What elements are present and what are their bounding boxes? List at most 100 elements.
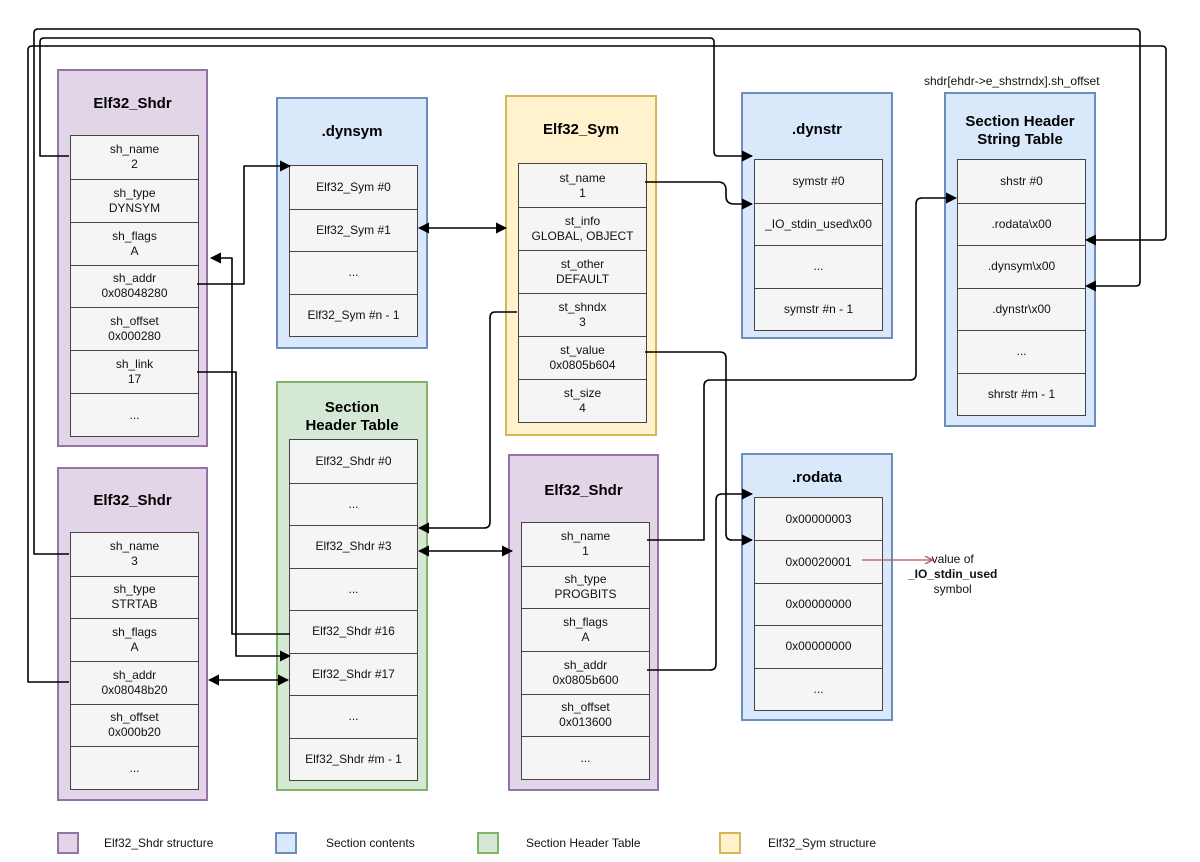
row-cell: Elf32_Sym #n - 1 [290,293,417,337]
cell-label: sh_flags [563,615,608,630]
cell-label: sh_name [109,142,160,157]
cell-label: sh_flags [112,228,157,243]
legend-swatch-shdr [57,832,79,854]
cell-value: 2 [131,157,138,172]
cell-label: sh_offset [110,710,159,725]
row-cell: .dynstr\x00 [958,287,1085,331]
row-cell: Elf32_Shdr #m - 1 [290,737,417,781]
arrow-shaddr-to-rodata [647,488,754,671]
cell-label: ... [348,265,359,280]
cell-value: 1 [579,185,586,200]
legend-label: Elf32_Sym structure [768,836,877,850]
cell-value: 3 [579,315,586,329]
title-line: Section [324,399,380,416]
panel-title: Section Header String Table [946,113,1094,149]
entry-list: 0x00000003 0x00020001 0x00000000 0x00000000… [754,497,883,711]
cell-label: Elf32_Shdr #m - 1 [305,751,402,766]
cell-value: A [130,243,139,258]
cell-label: sh_link [115,357,154,372]
cell-label: sh_offset [561,700,610,715]
row-cell: ... [290,567,417,611]
row-cell: .rodata\x00 [958,202,1085,246]
cell-value: 0x013600 [559,715,612,730]
value-annotation: value of _IO_stdin_used symbol [908,552,997,597]
cell-label: symstr #0 [792,173,845,188]
shstrtab-offset-caption: shdr[ehdr->e_shstrndx].sh_offset [924,74,1100,88]
row-cell: Elf32_Shdr #17 [290,652,417,696]
cell-label: ... [813,681,824,696]
annotation-line: value of [931,552,974,566]
cell-label: sh_type [113,185,156,200]
row-cell: Elf32_Shdr #0 [290,440,417,483]
row-cell: ... [290,251,417,294]
cell-label: 0x00000003 [785,511,852,526]
panel-title: .rodata [791,469,842,486]
cell-value: 17 [127,372,142,387]
cell-label: shstr #0 [1000,173,1043,188]
cell-label: st_size [563,386,602,400]
row-cell: 0x00000003 [755,498,882,540]
cell-value: 0x000280 [108,329,161,344]
legend-swatch-sht [477,832,499,854]
cell-label: 0x00000000 [785,639,852,654]
cell-value: DYNSYM [108,200,161,215]
cell-label: symstr #n - 1 [783,301,854,316]
arrow-stvalue-to-rodata [645,351,754,546]
cell-label: Elf32_Sym #n - 1 [307,307,400,322]
cell-label: sh_name [109,539,160,554]
row-cell: symstr #0 [755,160,882,203]
cell-label: ... [129,407,140,422]
row-cell: 0x00020001 [755,540,882,582]
section-header-string-table-panel: Section Header String Table shstr #0 .rod… [944,92,1096,427]
cell-label: ... [813,259,824,274]
row-cell: .dynsym\x00 [958,245,1085,288]
panel-title: Elf32_Shdr [93,492,172,509]
cell-value: 1 [582,544,589,559]
panel-title: Elf32_Sym [543,121,619,138]
cell-label: ... [348,581,359,596]
row-cell: ... [755,667,882,710]
cell-label: .dynstr\x00 [992,301,1051,316]
cell-label: 0x00000000 [785,596,852,611]
cell-label: ... [348,709,359,724]
panel-title: Elf32_Shdr [544,482,623,499]
cell-value: A [130,640,139,655]
cell-label: .dynsym\x00 [987,259,1056,274]
row-cell: Elf32_Shdr #3 [290,525,417,568]
cell-label: ... [348,496,359,511]
legend-swatch-section [275,832,297,854]
legend-label: Section Header Table [526,836,641,850]
cell-label: ... [1016,344,1027,359]
row-cell: Elf32_Shdr #16 [290,610,417,653]
cell-value: 0x08048280 [101,286,168,301]
cell-label: sh_addr [563,657,608,672]
dynstr-section-panel: .dynstr symstr #0_IO_stdin_used\x00...sy… [741,92,893,339]
cell-value: A [581,630,590,645]
cell-label: Elf32_Shdr #3 [315,539,392,554]
panel-title: .dynsym [321,123,383,140]
row-cell: Elf32_Sym #1 [290,208,417,252]
entry-list: Elf32_Shdr #0... Elf32_Shdr #3... Elf32_Sh… [289,439,418,781]
